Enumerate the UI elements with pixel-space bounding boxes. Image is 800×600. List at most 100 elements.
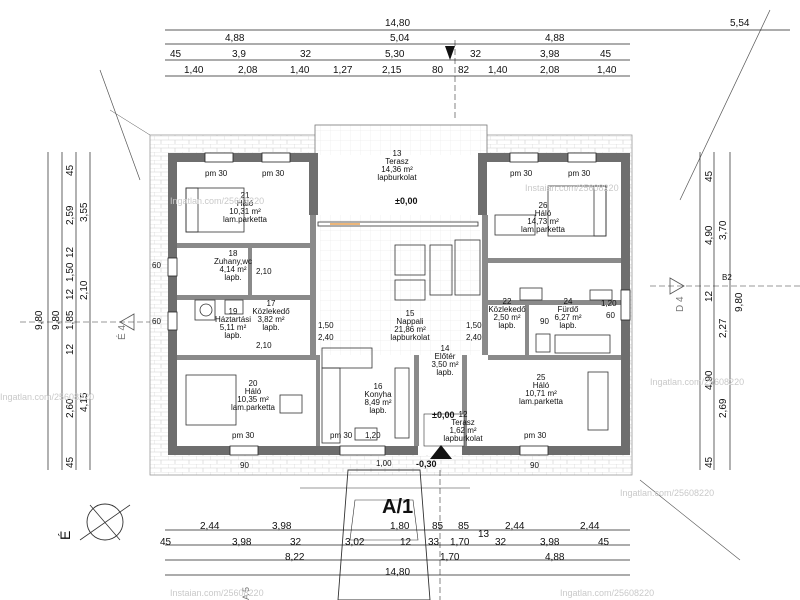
room-area: 1,62 m² [449,426,477,435]
dim-top-r3-5: 45 [600,49,612,60]
dim-bot-r3-0: 8,22 [285,552,305,563]
room-area: 21,86 m² [394,325,426,334]
room-number: 22 [502,297,512,306]
dim-right-col-1: 4,90 [704,225,715,245]
dim-left-col-1: 2,59 [65,205,76,225]
room-finish: lapb. [369,406,387,415]
dim-left-col-6: 12 [65,343,76,355]
room-number: 25 [536,373,546,382]
windows [167,152,631,456]
room-finish: lapburkolat [443,434,483,443]
window-label: pm 30 [510,169,533,178]
level-upper: ±0,00 [395,196,418,206]
opening-label: 2,10 [256,267,272,276]
dim-top-r2-0: 4,88 [225,33,245,44]
room-area: 10,31 m² [229,207,261,216]
dim-top-r4-0: 1,40 [184,65,204,76]
dim-bot-r2-6: 1,70 [450,537,470,548]
dim-top-right: 5,54 [730,18,750,29]
dim-bot-r2-8: 3,98 [540,537,560,548]
dim-right-col-0: 45 [704,170,715,182]
room-name: Zuhany,wc [213,257,253,266]
room-number: 18 [228,249,238,258]
opening-label: 1,00 [376,459,392,468]
dim-top-r4-4: 2,15 [382,65,402,76]
dim-top-r4-8: 2,08 [540,65,560,76]
room-finish: lam.parketta [520,225,566,234]
opening-label: 90 [540,317,549,326]
entrance-terrace-box [423,413,465,447]
window-label: pm 30 [205,169,228,178]
window-label: pm 30 [524,431,547,440]
dim-right-col2-1: 2,27 [718,318,729,338]
dim-left-col-5: 1,85 [65,310,76,330]
watermark: Ingatlan.com/25608220 [0,392,95,402]
opening-label: 60 [606,311,615,320]
room-area: 10,71 m² [525,389,557,398]
dim-bot-r1-3: 85 [432,521,444,532]
dim-top-r3-4: 3,98 [540,49,560,60]
opening-label: 60 [152,261,161,270]
dim-right-col2-2: 2,69 [718,398,729,418]
dim-right-col2-0: 3,70 [718,220,729,240]
dim-bot-r2-3: 3,02 [345,537,365,548]
room-finish: lapb. [262,323,280,332]
window-label: pm 30 [262,169,285,178]
room-area: 3,50 m² [431,360,459,369]
room-number: 26 [538,201,548,210]
room-area: 14,36 m² [381,165,413,174]
dim-top-r3-2: 5,30 [385,49,405,60]
north-arrow-line-2 [89,504,121,541]
dim-bot-r2-2: 32 [290,537,302,548]
watermark: Ingatlan.com/25608220 [650,377,745,387]
room-finish: lapb. [224,273,242,282]
site-boundary-line-br [639,479,741,561]
dim-top-r3-1: 3,9 [232,49,246,60]
room-name: Előtér [434,352,456,361]
dim-bot-r1-5: 2,44 [505,521,525,532]
room-name: Terasz [385,157,409,166]
dim-bot-r1-2: 1,80 [390,521,410,532]
room-name: Terasz [451,418,475,427]
room-name: Közlekedő [488,305,526,314]
room-number: 15 [405,309,415,318]
room-area: 14,73 m² [527,217,559,226]
opening-label: 1,50 [466,321,482,330]
dim-top-overall: 14,80 [385,18,411,29]
room-name: Nappali [396,317,424,326]
room-area: 3,82 m² [257,315,285,324]
dim-bot-r2-5: 33 [428,537,440,548]
room-name: Közlekedő [252,307,290,316]
room-finish: lam.parketta [230,403,276,412]
room-finish: lapburkolat [390,333,430,342]
level-outside: -0,30 [416,459,437,469]
room-finish: lapb. [224,331,242,340]
opening-label: 2,40 [466,333,482,342]
room-name: Háló [534,209,552,218]
north-label: É [57,530,73,540]
window-label: pm 30 [232,431,255,440]
dim-top-r4-3: 1,27 [333,65,353,76]
dim-left-col-2: 12 [65,246,76,258]
dim-top-r4-7: 1,40 [488,65,508,76]
dim-right-outer: 9,80 [734,292,745,312]
furniture [185,185,613,444]
room-number: 16 [373,382,383,391]
room-finish: lapburkolat [377,173,417,182]
room-finish: lam.parketta [518,397,564,406]
dim-top-r4-2: 1,40 [290,65,310,76]
site-line-2 [109,109,151,136]
opening-label: 1,50 [318,321,334,330]
room-name: Konyha [364,390,392,399]
dim-bot-r1-4: 85 [458,521,470,532]
dim-bot-r1-0: 2,44 [200,521,220,532]
mark-b2: B2 [722,273,732,282]
